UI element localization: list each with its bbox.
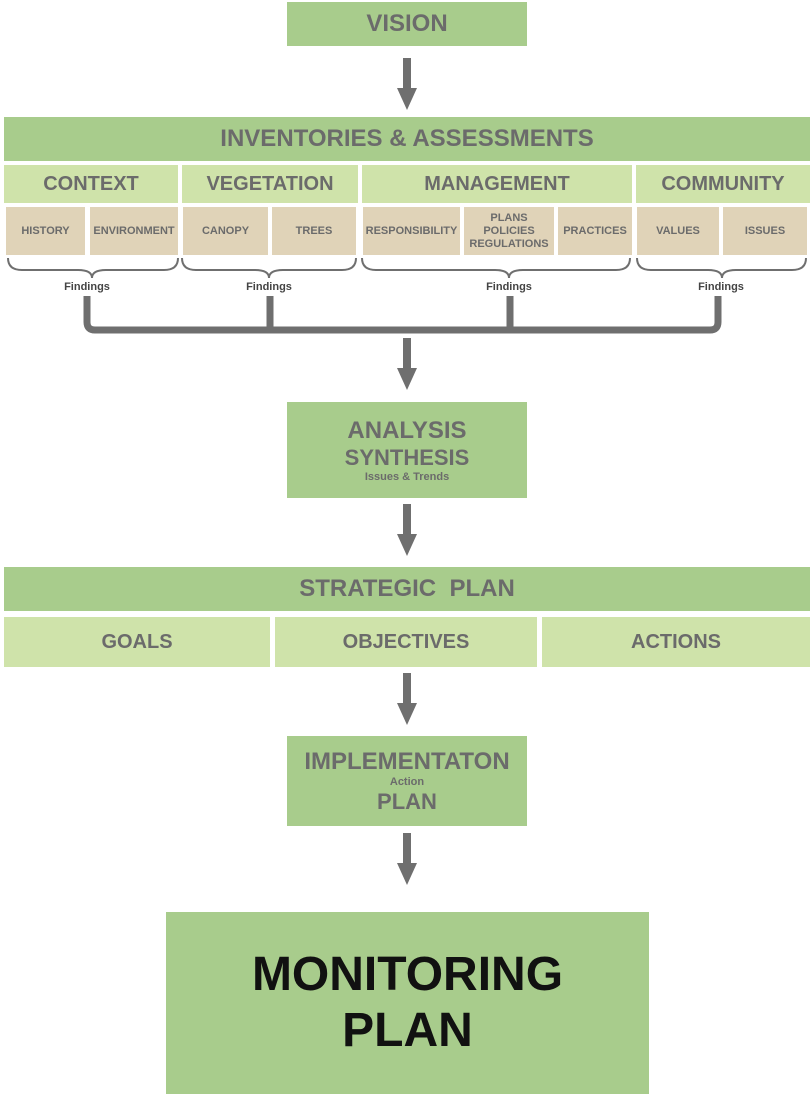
issues-trends-label: Issues & Trends: [364, 471, 450, 483]
category-community: COMMUNITY: [636, 165, 810, 203]
findings-connector: [7, 257, 807, 334]
item-history: HISTORY: [6, 207, 85, 255]
item-label: TREES: [295, 224, 333, 237]
item-label: PLANS POLICIES REGULATIONS: [469, 211, 549, 250]
category-label: MANAGEMENT: [424, 172, 570, 195]
item-label: RESPONSIBILITY: [365, 224, 458, 237]
item-label: ENVIRONMENT: [93, 224, 175, 237]
category-vegetation: VEGETATION: [182, 165, 358, 203]
item-canopy: CANOPY: [183, 207, 268, 255]
item-label: CANOPY: [201, 224, 250, 237]
arrow-down-icon: [397, 338, 417, 390]
implementation-box: IMPLEMENTATON Action PLAN: [287, 736, 527, 826]
strategic-part-label: ACTIONS: [631, 630, 721, 653]
findings-label-vegetation: Findings: [246, 281, 292, 293]
item-plans-policies-regulations: PLANS POLICIES REGULATIONS: [464, 207, 554, 255]
item-issues: ISSUES: [723, 207, 807, 255]
vision-box: VISION: [287, 2, 527, 46]
action-label: Action: [389, 775, 425, 788]
item-label: ISSUES: [744, 224, 786, 237]
item-environment: ENVIRONMENT: [90, 207, 178, 255]
brace-vegetation: [181, 257, 357, 279]
item-trees: TREES: [272, 207, 356, 255]
item-label: PRACTICES: [563, 224, 627, 237]
brace-context: [7, 257, 179, 279]
arrow-down-icon: [397, 833, 417, 885]
strategic-plan-header: STRATEGIC PLAN: [4, 567, 810, 611]
item-responsibility: RESPONSIBILITY: [363, 207, 460, 255]
strategic-goals: GOALS: [4, 617, 270, 667]
category-label: VEGETATION: [206, 172, 334, 195]
item-label: HISTORY: [21, 224, 70, 237]
findings-bracket: [83, 296, 722, 334]
analysis-label: ANALYSIS: [347, 417, 467, 444]
item-practices: PRACTICES: [558, 207, 632, 255]
strategic-objectives: OBJECTIVES: [275, 617, 537, 667]
arrow-down-icon: [397, 673, 417, 725]
inventories-title: INVENTORIES & ASSESSMENTS: [220, 125, 594, 152]
inventories-header: INVENTORIES & ASSESSMENTS: [4, 117, 810, 161]
monitoring-plan-box: MONITORING PLAN: [166, 912, 649, 1094]
item-values: VALUES: [637, 207, 719, 255]
strategic-part-label: GOALS: [101, 630, 173, 653]
arrow-down-icon: [397, 58, 417, 110]
category-management: MANAGEMENT: [362, 165, 632, 203]
arrow-down-icon: [397, 504, 417, 556]
findings-label-context: Findings: [64, 281, 110, 293]
strategic-plan-title: STRATEGIC PLAN: [299, 575, 515, 602]
category-context: CONTEXT: [4, 165, 178, 203]
monitoring-plan-label: PLAN: [342, 1004, 473, 1057]
item-label: VALUES: [656, 224, 700, 237]
brace-management: [361, 257, 631, 279]
analysis-box: ANALYSIS SYNTHESIS Issues & Trends: [287, 402, 527, 498]
synthesis-label: SYNTHESIS: [344, 445, 470, 470]
findings-label-community: Findings: [698, 281, 744, 293]
plan-label: PLAN: [377, 788, 437, 814]
implementation-label: IMPLEMENTATON: [304, 747, 510, 775]
monitoring-label: MONITORING: [251, 948, 564, 1001]
category-label: COMMUNITY: [661, 172, 785, 195]
strategic-part-label: OBJECTIVES: [342, 630, 470, 653]
category-label: CONTEXT: [43, 172, 139, 195]
strategic-actions: ACTIONS: [542, 617, 810, 667]
brace-community: [636, 257, 807, 279]
findings-label-management: Findings: [486, 281, 532, 293]
vision-label: VISION: [366, 10, 448, 37]
